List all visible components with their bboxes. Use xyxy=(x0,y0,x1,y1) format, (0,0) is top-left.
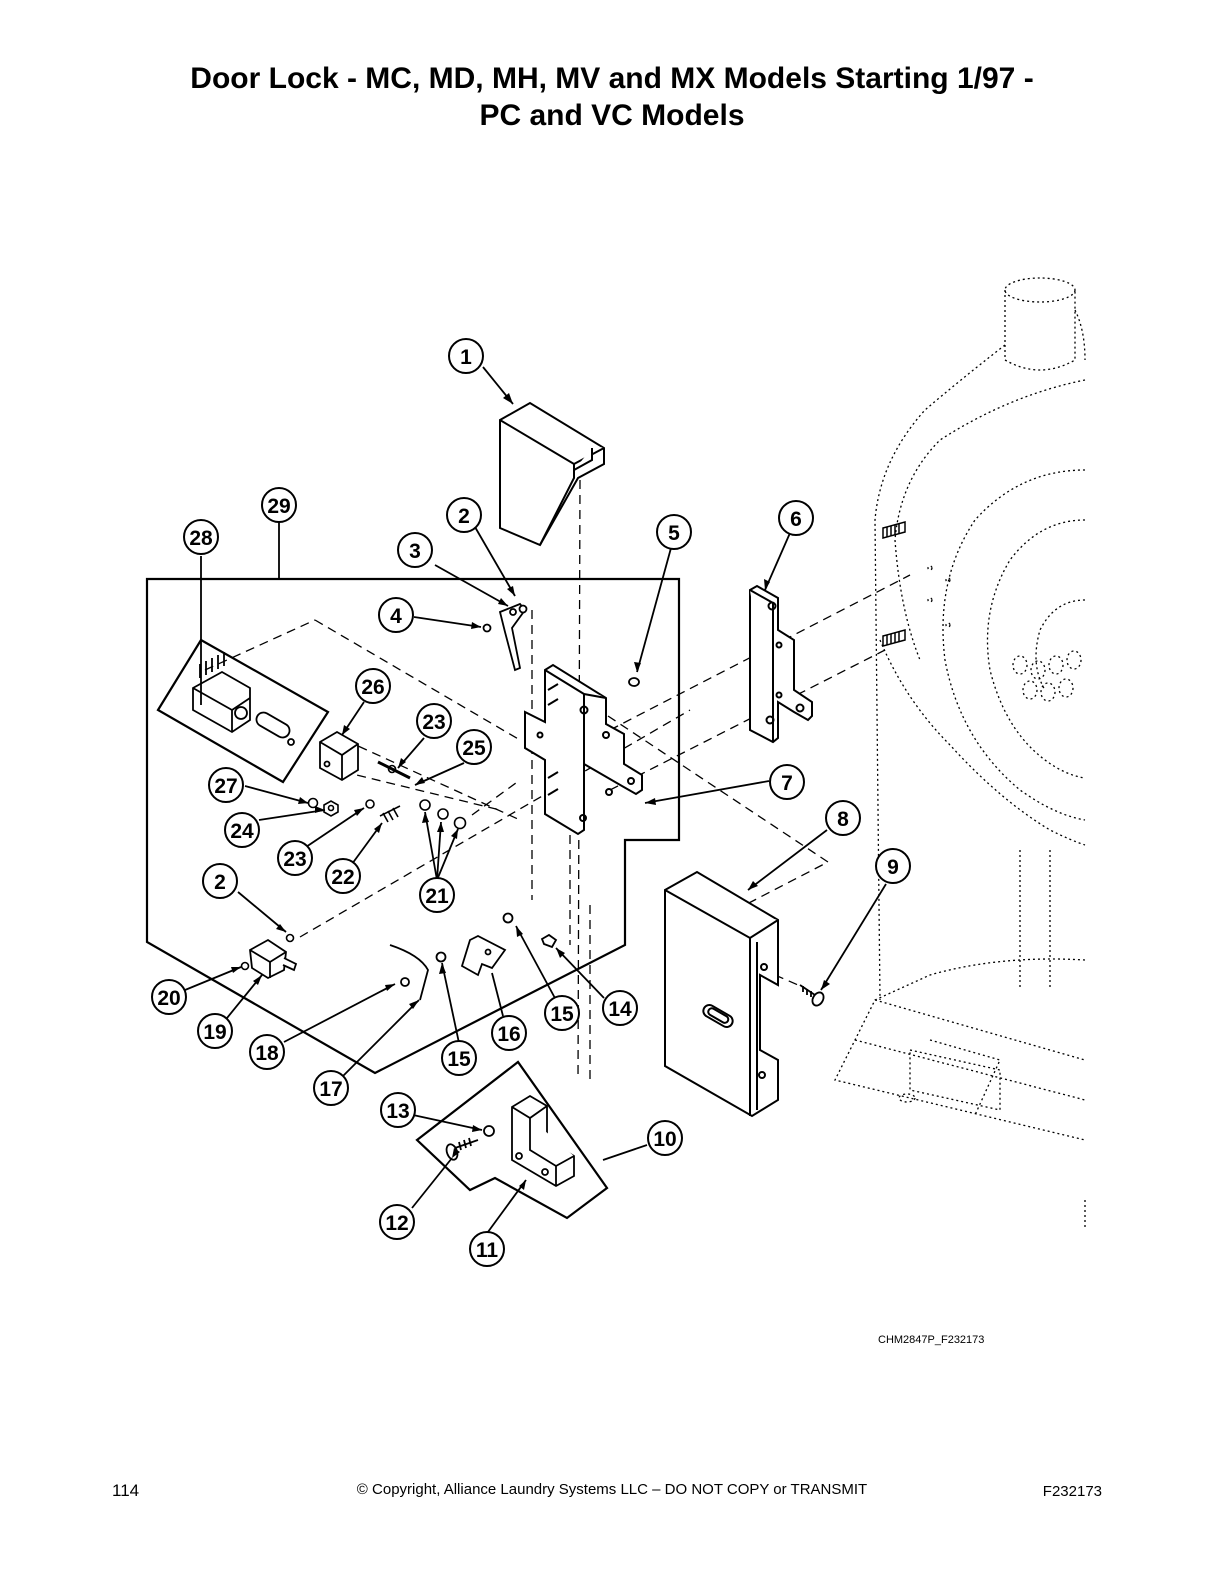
figure-code: CHM2847P_F232173 xyxy=(878,1334,985,1346)
copyright-notice: © Copyright, Alliance Laundry Systems LL… xyxy=(356,1481,868,1498)
part-solenoid xyxy=(192,652,295,746)
callout-label: 23 xyxy=(422,711,445,734)
callout-22: 22 xyxy=(325,858,361,894)
callout-15: 15 xyxy=(544,995,580,1031)
callout-10: 10 xyxy=(647,1120,683,1156)
callout-1: 1 xyxy=(448,338,484,374)
assembly-boundary-box xyxy=(145,577,681,1075)
callout-14: 14 xyxy=(602,990,638,1026)
document-id: F232173 xyxy=(1042,1483,1102,1500)
callout-25: 25 xyxy=(456,729,492,765)
callout-label: 27 xyxy=(214,775,237,798)
solenoid-box xyxy=(156,638,330,784)
callout-label: 5 xyxy=(668,522,680,545)
callout-label: 26 xyxy=(361,676,384,699)
callout-label: 2 xyxy=(458,505,470,528)
part-switch-housing xyxy=(319,730,359,782)
callout-label: 29 xyxy=(267,495,290,518)
callout-label: 25 xyxy=(462,737,486,760)
page-title: Door Lock - MC, MD, MH, MV and MX Models… xyxy=(0,60,1224,134)
small-hardware xyxy=(240,760,467,971)
callout-27: 27 xyxy=(208,767,244,803)
callout-16: 16 xyxy=(491,1015,527,1051)
part-screw-9 xyxy=(799,984,825,1007)
title-line-2: PC and VC Models xyxy=(479,99,745,132)
title-line-1: Door Lock - MC, MD, MH, MV and MX Models… xyxy=(190,62,1034,95)
callout-label: 11 xyxy=(476,1239,499,1262)
callout-label: 12 xyxy=(385,1212,408,1235)
part-front-cover xyxy=(664,870,779,1118)
callout-26: 26 xyxy=(355,668,391,704)
callout-28: 28 xyxy=(183,519,219,555)
part-screw-5 xyxy=(628,677,640,687)
callout-label: 2 xyxy=(214,871,226,894)
callout-label: 3 xyxy=(409,540,421,563)
callout-label: 13 xyxy=(386,1100,409,1123)
part-mounting-plate xyxy=(749,584,813,744)
callout-2-secondary: 2 xyxy=(202,863,238,899)
callout-15-secondary: 15 xyxy=(441,1040,477,1076)
callout-label: 15 xyxy=(447,1048,471,1071)
callout-label: 22 xyxy=(331,866,354,889)
leader-lines xyxy=(184,366,887,1237)
callout-8: 8 xyxy=(825,800,861,836)
callout-label: 16 xyxy=(497,1023,520,1046)
callout-23: 23 xyxy=(416,703,452,739)
callout-23-secondary: 23 xyxy=(277,840,313,876)
part-key xyxy=(445,1094,575,1188)
callout-6: 6 xyxy=(778,500,814,536)
callout-29: 29 xyxy=(261,487,297,523)
callout-21: 21 xyxy=(419,877,455,913)
callout-label: 6 xyxy=(790,508,802,531)
callout-label: 19 xyxy=(203,1021,226,1044)
callout-7: 7 xyxy=(769,764,805,800)
callout-4: 4 xyxy=(378,597,414,633)
callout-label: 8 xyxy=(837,808,849,831)
part-cover xyxy=(499,401,605,547)
part-lever xyxy=(482,602,528,672)
arrowheads xyxy=(231,393,830,1190)
callout-label: 21 xyxy=(425,885,449,908)
callout-label: 9 xyxy=(887,856,899,879)
callout-label: 24 xyxy=(230,820,254,843)
callout-12: 12 xyxy=(379,1204,415,1240)
callout-label: 7 xyxy=(781,772,793,795)
callout-label: 18 xyxy=(255,1042,279,1065)
callout-label: 4 xyxy=(390,605,402,628)
callout-label: 28 xyxy=(189,527,213,550)
callout-2: 2 xyxy=(446,497,482,533)
callout-label: 15 xyxy=(550,1003,574,1026)
page-number: 114 xyxy=(112,1481,140,1500)
callout-19: 19 xyxy=(197,1013,233,1049)
callout-17: 17 xyxy=(313,1070,349,1106)
callout-label: 1 xyxy=(460,346,472,369)
callout-24: 24 xyxy=(224,812,260,848)
callout-20: 20 xyxy=(151,979,187,1015)
callout-label: 20 xyxy=(157,987,180,1010)
callout-label: 23 xyxy=(283,848,306,871)
callout-18: 18 xyxy=(249,1034,285,1070)
callout-13: 13 xyxy=(380,1092,416,1128)
part-actuator xyxy=(249,938,298,980)
part-latch xyxy=(389,912,558,1001)
callout-3: 3 xyxy=(397,532,433,568)
callout-11: 11 xyxy=(469,1231,505,1267)
mounting-studs xyxy=(882,521,906,647)
callout-label: 14 xyxy=(608,998,632,1021)
callout-label: 10 xyxy=(653,1128,676,1151)
callout-9: 9 xyxy=(875,848,911,884)
part-bracket xyxy=(524,663,643,836)
callout-5: 5 xyxy=(656,514,692,550)
machine-housing-outline xyxy=(834,277,1086,1230)
callout-label: 17 xyxy=(319,1078,342,1101)
key-box xyxy=(415,1060,609,1220)
